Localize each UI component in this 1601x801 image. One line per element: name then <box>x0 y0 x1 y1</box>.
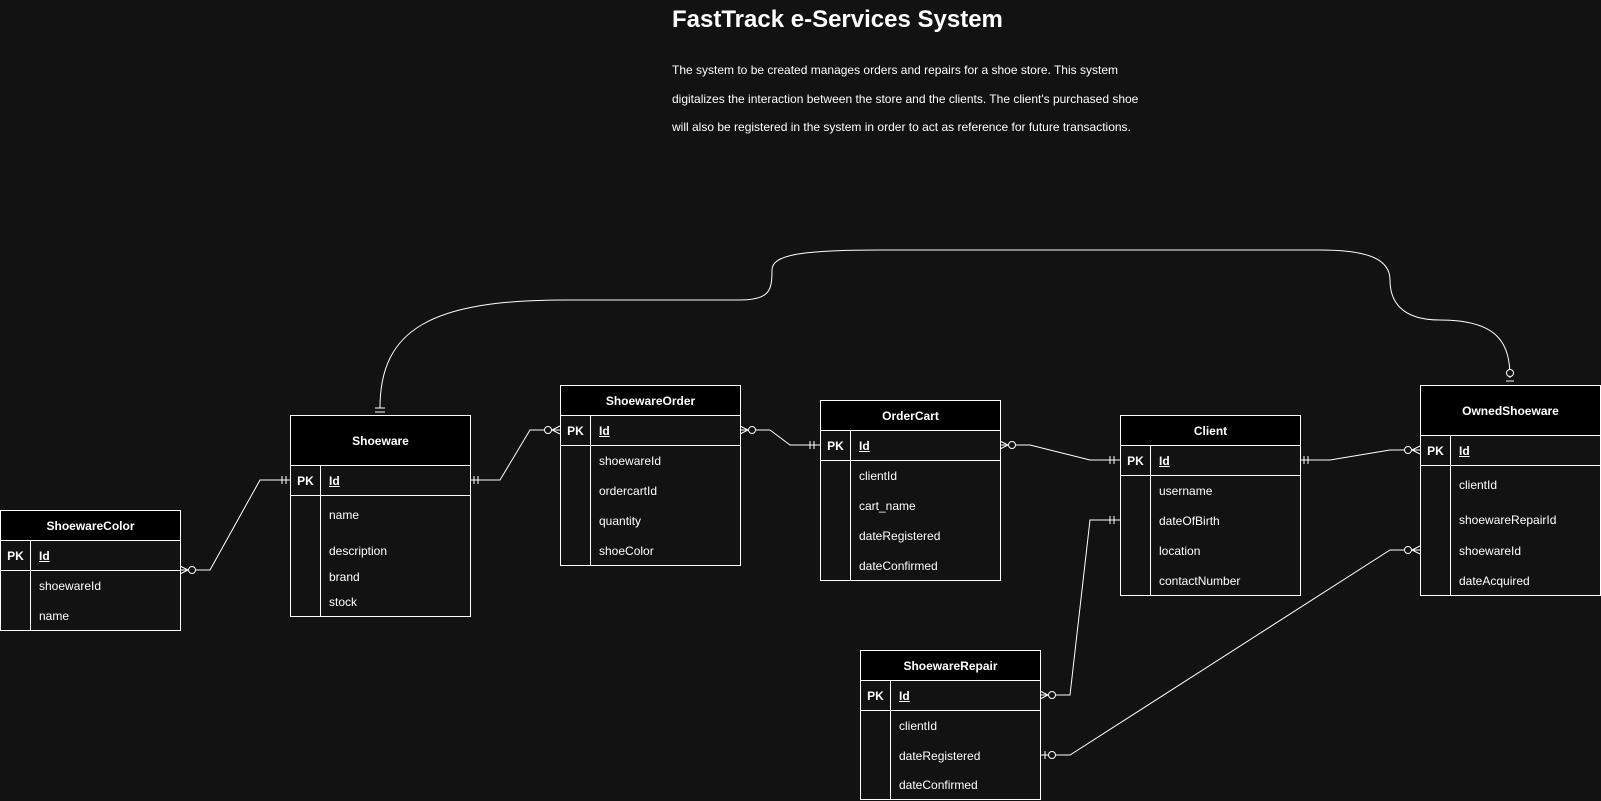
link-client-owned <box>1300 449 1420 461</box>
entity-shoewareorder[interactable]: ShoewareOrder PK Id shoewareId ordercart… <box>560 385 741 566</box>
pk-field: Id <box>899 688 910 703</box>
pk-field: Id <box>329 473 340 488</box>
pk-label: PK <box>291 466 321 495</box>
entity-name: ShoewareColor <box>1 511 180 541</box>
field: name <box>39 608 70 623</box>
field: dateRegistered <box>859 529 941 543</box>
field: location <box>1159 544 1201 558</box>
entity-ordercart[interactable]: OrderCart PK Id clientId cart_name dateR… <box>820 400 1001 581</box>
pk-row: PK Id <box>1421 436 1600 466</box>
field: shoeColor <box>599 543 654 558</box>
field: clientId <box>859 469 898 483</box>
field: ordercartId <box>599 484 658 498</box>
field: quantity <box>599 514 642 528</box>
pk-row: PK Id <box>821 431 1000 461</box>
link-cart-client <box>1000 444 1120 461</box>
pk-row: PK Id <box>861 681 1040 711</box>
field: clientId <box>1459 478 1498 492</box>
field: description <box>329 543 388 558</box>
field: clientId <box>899 719 938 733</box>
field: dateAcquired <box>1459 573 1530 588</box>
field: cart_name <box>859 499 916 513</box>
pk-row: PK Id <box>291 466 470 496</box>
field: dateOfBirth <box>1159 514 1220 528</box>
field: shoewareId <box>39 579 102 593</box>
pk-row: PK Id <box>1 541 180 571</box>
link-shoeware-order <box>470 429 560 481</box>
entity-name: Shoeware <box>291 416 470 466</box>
pk-row: PK Id <box>561 416 740 446</box>
entity-name: ShoewareOrder <box>561 386 740 416</box>
entity-ownedshoeware[interactable]: OwnedShoeware PK Id clientId shoewareRep… <box>1420 385 1601 596</box>
link-client-repair <box>1040 519 1120 696</box>
pk-label: PK <box>1 541 31 570</box>
entity-shoeware[interactable]: Shoeware PK Id name description brand st… <box>290 415 471 617</box>
field: shoewareRepairId <box>1459 513 1557 527</box>
diagram-description: The system to be created manages orders … <box>672 63 1139 134</box>
link-color-shoeware <box>180 479 290 571</box>
entity-client[interactable]: Client PK Id username dateOfBirth locati… <box>1120 415 1301 596</box>
field: name <box>329 508 360 522</box>
pk-field: Id <box>599 423 610 438</box>
field: shoewareId <box>599 454 662 468</box>
entity-name: Client <box>1121 416 1300 446</box>
field: contactNumber <box>1159 573 1241 588</box>
mark-shoeware-top <box>375 407 385 413</box>
pk-label: PK <box>821 431 851 460</box>
field: dateConfirmed <box>859 558 938 573</box>
field: brand <box>329 570 360 584</box>
entity-name: OwnedShoeware <box>1421 386 1600 436</box>
pk-label: PK <box>1421 436 1451 465</box>
pk-label: PK <box>1121 446 1151 475</box>
diagram-title: FastTrack e-Services System <box>672 6 1003 33</box>
entity-shoewarerepair[interactable]: ShoewareRepair PK Id clientId dateRegist… <box>860 650 1041 800</box>
pk-label: PK <box>561 416 591 445</box>
pk-field: Id <box>1159 453 1170 468</box>
field: username <box>1159 484 1213 498</box>
mark-owned-top-circle <box>1506 369 1514 377</box>
pk-label: PK <box>861 681 891 710</box>
field: shoewareId <box>1459 544 1522 558</box>
pk-row: PK Id <box>1121 446 1300 476</box>
pk-field: Id <box>1459 443 1470 458</box>
field: dateRegistered <box>899 749 981 763</box>
entity-name: OrderCart <box>821 401 1000 431</box>
pk-field: Id <box>859 438 870 453</box>
entity-name: ShoewareRepair <box>861 651 1040 681</box>
link-shoeware-ownedshoeware <box>379 249 1511 409</box>
pk-field: Id <box>39 548 50 563</box>
entity-shoewarecolor[interactable]: ShoewareColor PK Id shoewareId name <box>0 510 181 631</box>
field: stock <box>329 594 358 609</box>
field: dateConfirmed <box>899 778 978 792</box>
